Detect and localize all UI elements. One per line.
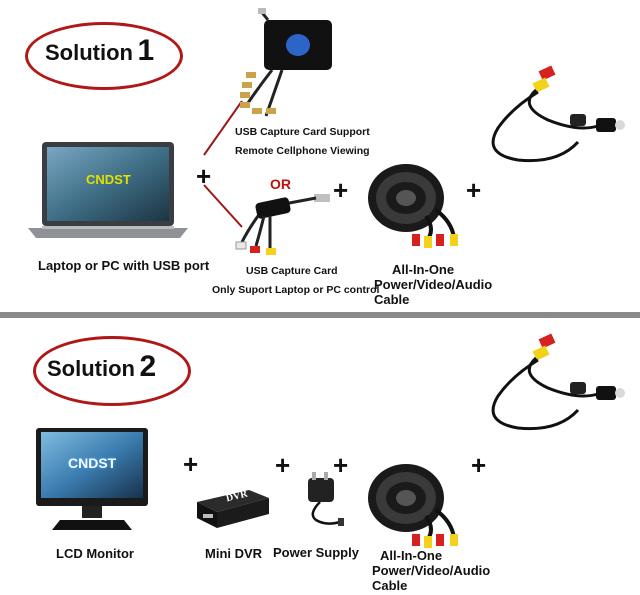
cable-label-line-3: Cable: [372, 578, 407, 594]
section-divider: [0, 312, 640, 318]
plus-sign: +: [471, 452, 486, 478]
cable-label-line-2: Power/Video/Audio: [374, 277, 492, 293]
plus-sign: +: [275, 452, 290, 478]
cable-label-line-1: All-In-One: [380, 548, 442, 564]
solution-1-title: Solution 1: [45, 34, 154, 68]
cable-label-line-3: Cable: [374, 292, 409, 308]
lcd-monitor-label: LCD Monitor: [56, 546, 134, 562]
mini-dvr-label: Mini DVR: [205, 546, 262, 562]
solution-2-title: Solution 2: [47, 350, 156, 384]
capture-support-line-1: USB Capture Card Support: [235, 125, 370, 140]
capture-support-line-2: Remote Cellphone Viewing: [235, 144, 370, 159]
laptop-image: [28, 140, 188, 240]
cable-reel-image: [364, 458, 466, 552]
usb-capture-card-1ch-image: [234, 190, 334, 256]
cable-label-line-2: Power/Video/Audio: [372, 563, 490, 579]
monitor-brand-text: CNDST: [68, 455, 116, 471]
cable-label-line-1: All-In-One: [392, 262, 454, 278]
capture-card-line-1: USB Capture Card: [246, 264, 338, 279]
camera-cable-image: [478, 330, 628, 438]
lcd-monitor-image: [36, 428, 148, 532]
plus-sign: +: [333, 452, 348, 478]
camera-cable-image: [478, 62, 628, 170]
cable-reel-image: [366, 160, 466, 252]
plus-sign: +: [183, 451, 198, 477]
usb-capture-card-4ch-image: [238, 8, 348, 120]
laptop-brand-text: CNDST: [86, 172, 131, 187]
capture-card-line-2: Only Suport Laptop or PC control: [212, 283, 379, 298]
laptop-label: Laptop or PC with USB port: [38, 258, 209, 274]
plus-sign: +: [466, 177, 481, 203]
power-supply-label: Power Supply: [273, 545, 359, 561]
plus-sign: +: [333, 177, 348, 203]
